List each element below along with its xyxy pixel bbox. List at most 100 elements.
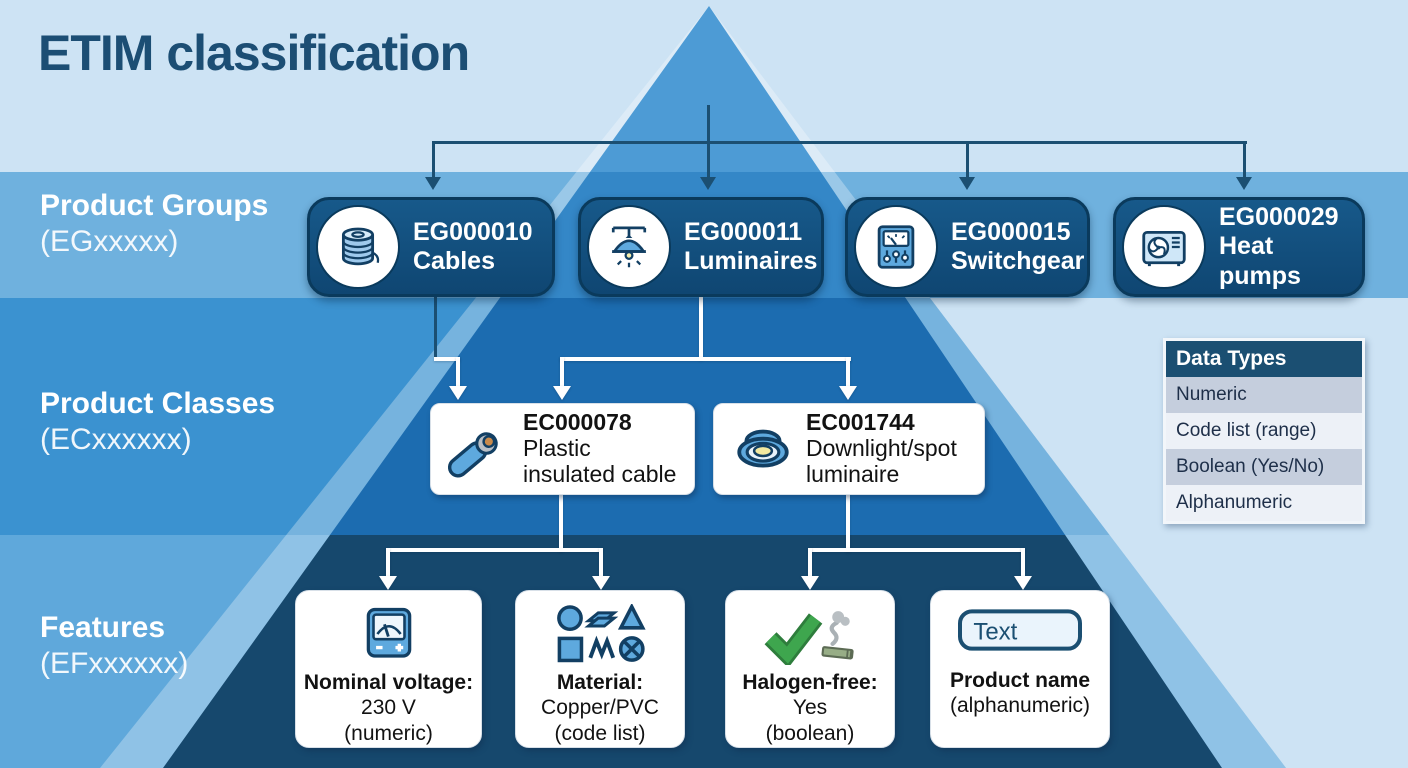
arrow-to-material — [592, 576, 610, 590]
feature-type: (boolean) — [765, 721, 855, 745]
class-text: EC001744 Downlight/spot luminaire — [806, 410, 978, 487]
arrow-to-halogen — [801, 576, 819, 590]
feature-value: Copper/PVC — [541, 696, 659, 719]
connector-groups-bus — [432, 141, 1247, 144]
data-type-row-boolean: Boolean (Yes/No) — [1166, 449, 1362, 485]
group-icon-circle — [1122, 205, 1206, 289]
class-text: EC000078 Plastic insulated cable — [523, 410, 688, 487]
connector-drop-cables — [432, 142, 435, 178]
group-text: EG000029 Heat pumps — [1219, 203, 1362, 292]
connector-drop-voltage — [386, 548, 390, 578]
arrow-to-plastic-cable — [449, 386, 467, 400]
feature-type: (alphanumeric) — [949, 694, 1091, 717]
connector-ec000078-bus — [386, 548, 603, 552]
connector-drop-material — [599, 548, 603, 578]
group-icon-circle — [587, 205, 671, 289]
group-box-heat-pumps: EG000029 Heat pumps — [1113, 197, 1365, 297]
class-name: Plastic insulated cable — [523, 435, 677, 487]
group-text: EG000015 Switchgear — [951, 218, 1084, 277]
data-type-row-code-list: Code list (range) — [1166, 413, 1362, 449]
class-icon — [720, 411, 806, 487]
feature-label: Material: — [556, 671, 644, 694]
connector-ec001744-bus — [808, 548, 1025, 552]
arrow-to-downlight — [839, 386, 857, 400]
arrow-to-heat-pumps — [1236, 177, 1252, 190]
data-type-row-alphanumeric: Alphanumeric — [1166, 485, 1362, 521]
pendant-lamp-icon — [611, 226, 647, 268]
label-product-classes-name: Product Classes — [40, 387, 276, 420]
feature-value: Yes — [792, 696, 828, 719]
arrow-to-luminaires — [700, 177, 716, 190]
group-text: EG000011 Luminaires — [684, 218, 817, 277]
group-name: Heat pumps — [1219, 232, 1301, 290]
feature-icon — [751, 601, 869, 667]
feature-icon — [358, 601, 420, 667]
data-types-table: Data Types Numeric Code list (range) Boo… — [1163, 338, 1365, 524]
feature-icon — [554, 601, 646, 667]
label-product-groups-hint: (EGxxxxx) — [40, 225, 179, 258]
group-name: Luminaires — [684, 247, 818, 275]
feature-icon: Text — [956, 601, 1084, 659]
class-code: EC001744 — [806, 409, 915, 436]
label-features: Features (EFxxxxxx) — [40, 610, 188, 682]
group-name: Cables — [413, 247, 495, 275]
class-box-plastic-cable: EC000078 Plastic insulated cable — [430, 403, 695, 495]
connector-classes-drop-left — [560, 357, 564, 388]
connector-classes-bus — [560, 357, 851, 361]
arrow-to-voltage — [379, 576, 397, 590]
cable-spool-icon — [341, 227, 380, 266]
class-code: EC000078 — [523, 409, 632, 436]
group-text: EG000010 Cables — [413, 218, 533, 277]
switch-panel-icon — [877, 225, 915, 269]
group-code: EG000015 — [951, 217, 1071, 246]
label-features-name: Features — [40, 611, 166, 644]
connector-classes-drop-right — [846, 357, 850, 388]
group-box-switchgear: EG000015 Switchgear — [845, 197, 1090, 297]
downlight-icon — [737, 429, 789, 468]
group-box-luminaires: EG000011 Luminaires — [578, 197, 824, 297]
arrow-to-class-left — [553, 386, 571, 400]
group-code: EG000011 — [684, 217, 803, 246]
data-types-header: Data Types — [1166, 341, 1362, 377]
group-name: Switchgear — [951, 247, 1085, 275]
group-icon-circle — [316, 205, 400, 289]
connector-cables-down — [434, 294, 437, 360]
label-product-classes: Product Classes (ECxxxxxx) — [40, 386, 275, 458]
feature-type: (numeric) — [344, 721, 433, 745]
cable-cross-section-icon — [447, 432, 498, 478]
text-field-sample: Text — [973, 618, 1017, 645]
group-code: EG000029 — [1219, 202, 1339, 231]
connector-drop-luminaires — [707, 142, 710, 178]
class-icon — [437, 412, 523, 486]
group-icon-circle — [854, 205, 938, 289]
voltmeter-icon — [366, 607, 411, 658]
connector-ec001744-down — [846, 490, 850, 552]
connector-drop-switchgear — [966, 142, 969, 178]
data-type-row-numeric: Numeric — [1166, 377, 1362, 413]
feature-value: 230 V — [361, 696, 416, 719]
connector-cables-elbow — [434, 357, 460, 361]
connector-drop-product-name — [1021, 548, 1025, 578]
page-title: ETIM classification — [38, 25, 470, 81]
arrow-to-cables — [425, 177, 441, 190]
label-product-groups-name: Product Groups — [40, 189, 269, 222]
heat-pump-icon — [1142, 230, 1186, 267]
arrow-to-switchgear — [959, 177, 975, 190]
material-shapes-icon — [557, 604, 646, 663]
connector-ec000078-down — [559, 490, 563, 552]
feature-box-product-name: Text Product name (alphanumeric) — [930, 590, 1110, 748]
feature-label: Product name — [949, 669, 1091, 692]
connector-drop-heat-pumps — [1243, 142, 1246, 178]
feature-label: Halogen-free: — [742, 671, 878, 694]
connector-root-trunk — [707, 105, 710, 143]
class-name: Downlight/spot luminaire — [806, 435, 957, 487]
label-product-classes-hint: (ECxxxxxx) — [40, 423, 192, 456]
label-features-hint: (EFxxxxxx) — [40, 647, 189, 680]
arrow-to-product-name — [1014, 576, 1032, 590]
feature-box-material: Material: Copper/PVC (code list) — [515, 590, 685, 748]
connector-drop-halogen — [808, 548, 812, 578]
group-code: EG000010 — [413, 217, 533, 246]
feature-box-halogen-free: Halogen-free: Yes (boolean) — [725, 590, 895, 748]
feature-box-nominal-voltage: Nominal voltage: 230 V (numeric) — [295, 590, 482, 748]
